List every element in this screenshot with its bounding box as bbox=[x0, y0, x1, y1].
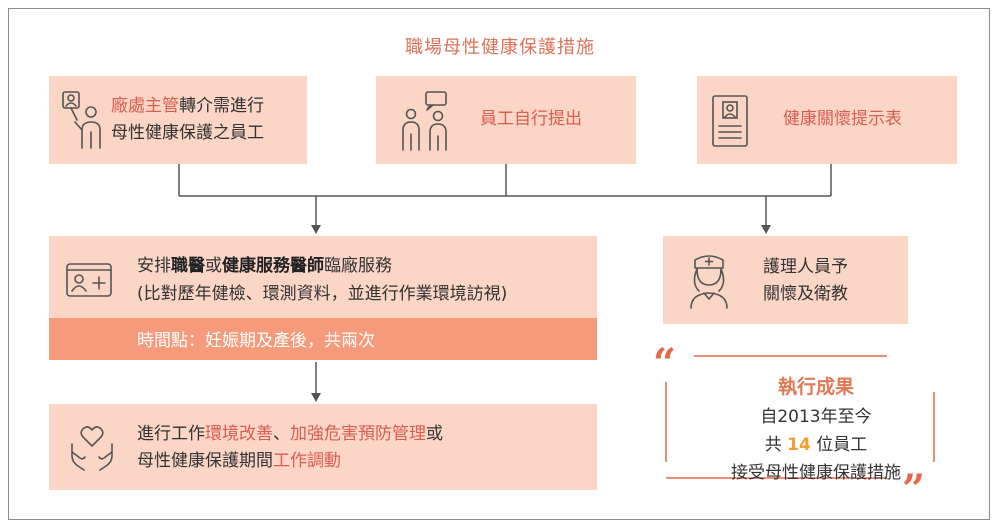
diagram-title: 職場母性健康保護措施 bbox=[405, 37, 595, 58]
nursing-line2: 關懷及衛教 bbox=[763, 284, 848, 304]
self-report-label: 員工自行提出 bbox=[480, 109, 582, 129]
work-adjustment-box: 進行工作環境改善、加強危害預防管理或 母性健康保護期間工作調動 bbox=[49, 404, 597, 490]
adjust-c: 、 bbox=[273, 424, 290, 444]
employees-talking-icon bbox=[402, 91, 447, 151]
health-service-physician-label: 健康服務醫師 bbox=[222, 256, 324, 276]
adjust-f: 母性健康保護期間 bbox=[137, 451, 273, 471]
timing-label: 時間點：妊娠期及產後，共兩次 bbox=[137, 331, 375, 351]
results-title: 執行成果 bbox=[777, 376, 854, 398]
service-detail: (比對歷年健檢、環測資料，並進行作業環境訪視) bbox=[137, 284, 508, 304]
service-mid: 或 bbox=[205, 256, 222, 276]
self-report-box: 員工自行提出 bbox=[376, 76, 636, 164]
care-reminder-label: 健康關懷提示表 bbox=[783, 109, 902, 129]
hands-heart-icon bbox=[71, 426, 113, 471]
diagram-frame bbox=[8, 8, 990, 520]
medical-id-card-icon bbox=[66, 263, 112, 297]
nurse-icon bbox=[690, 255, 728, 309]
referral-line1-rest: 轉介需進行 bbox=[179, 96, 264, 116]
referral-manager-label: 廠處主管 bbox=[111, 96, 179, 116]
manager-presenting-icon bbox=[62, 91, 101, 149]
open-quote-mark: “ bbox=[653, 340, 677, 387]
form-document-icon bbox=[712, 95, 748, 147]
results-line1: 自2013年至今 bbox=[760, 407, 872, 427]
referral-box: 廠處主管轉介需進行 母性健康保護之員工 bbox=[49, 76, 307, 164]
results-line2-pre: 共 bbox=[764, 435, 782, 455]
care-reminder-box: 健康關懷提示表 bbox=[697, 76, 957, 164]
adjust-e: 或 bbox=[426, 424, 443, 444]
timing-band: 時間點：妊娠期及產後，共兩次 bbox=[49, 318, 597, 360]
employee-count: 14 bbox=[787, 435, 811, 455]
results-line2-post: 位員工 bbox=[816, 435, 868, 455]
service-post: 臨廠服務 bbox=[324, 256, 392, 276]
nursing-line1: 護理人員予 bbox=[763, 257, 848, 277]
close-quote-mark: ” bbox=[902, 466, 926, 513]
nursing-care-box: 護理人員予 關懷及衛教 bbox=[663, 236, 908, 324]
results-line3: 接受母性健康保護措施 bbox=[731, 463, 901, 483]
hazard-prevention-label: 加強危害預防管理 bbox=[290, 424, 426, 444]
job-transfer-label: 工作調動 bbox=[273, 451, 341, 471]
environment-improvement-label: 環境改善 bbox=[205, 424, 273, 444]
referral-line2: 母性健康保護之員工 bbox=[111, 123, 264, 143]
occupational-physician-label: 職醫 bbox=[171, 256, 205, 276]
service-pre: 安排 bbox=[137, 256, 171, 276]
adjust-a: 進行工作 bbox=[137, 424, 205, 444]
